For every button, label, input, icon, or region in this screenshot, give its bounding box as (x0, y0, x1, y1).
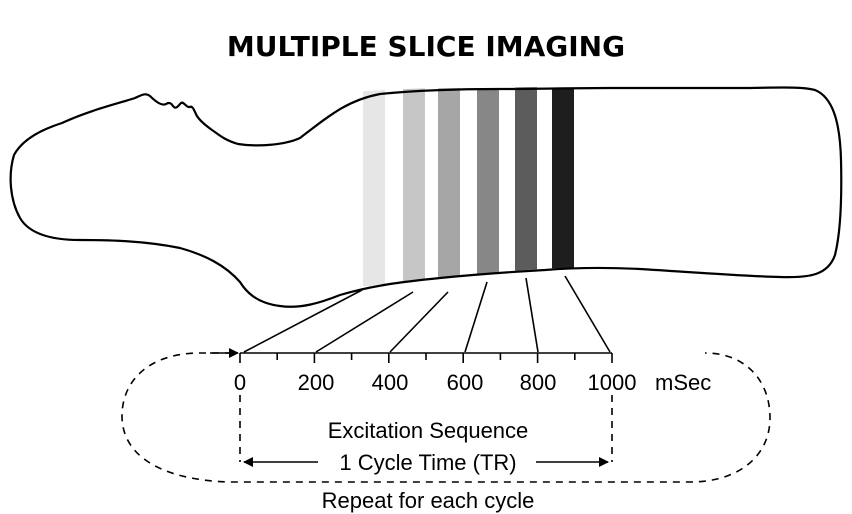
tick-label-800: 800 (520, 370, 557, 395)
connector-line-2 (315, 291, 414, 353)
slice-band-4 (477, 86, 499, 274)
timeline-ticks (239, 353, 613, 363)
slice-band-2 (403, 86, 425, 282)
tick-label-600: 600 (447, 370, 484, 395)
slice-band-6 (552, 86, 574, 270)
timeline-unit-label: mSec (655, 370, 711, 395)
connector-line-3 (389, 291, 449, 353)
connector-line-4 (464, 281, 488, 353)
tick-label-200: 200 (298, 370, 335, 395)
slice-band-5 (515, 86, 537, 272)
connector-line-5 (525, 277, 539, 353)
cycle-time-label: 1 Cycle Time (TR) (339, 450, 516, 475)
tick-label-400: 400 (372, 370, 409, 395)
slice-connector-lines (243, 275, 611, 353)
cycle-loop-dashed (121, 352, 771, 483)
excitation-sequence-label: Excitation Sequence (328, 418, 529, 443)
tick-label-0: 0 (234, 370, 246, 395)
connector-line-6 (564, 275, 611, 353)
slice-band-3 (438, 86, 460, 278)
slice-band-1 (363, 86, 385, 286)
patient-body-outline (9, 86, 843, 308)
connector-line-1 (243, 289, 363, 353)
slice-bands (363, 86, 574, 286)
page-title: MULTIPLE SLICE IMAGING (227, 30, 625, 63)
tick-label-1000: 1000 (588, 370, 637, 395)
repeat-label: Repeat for each cycle (322, 488, 535, 513)
timeline-labels: 0 200 400 600 800 1000 mSec (234, 370, 711, 395)
